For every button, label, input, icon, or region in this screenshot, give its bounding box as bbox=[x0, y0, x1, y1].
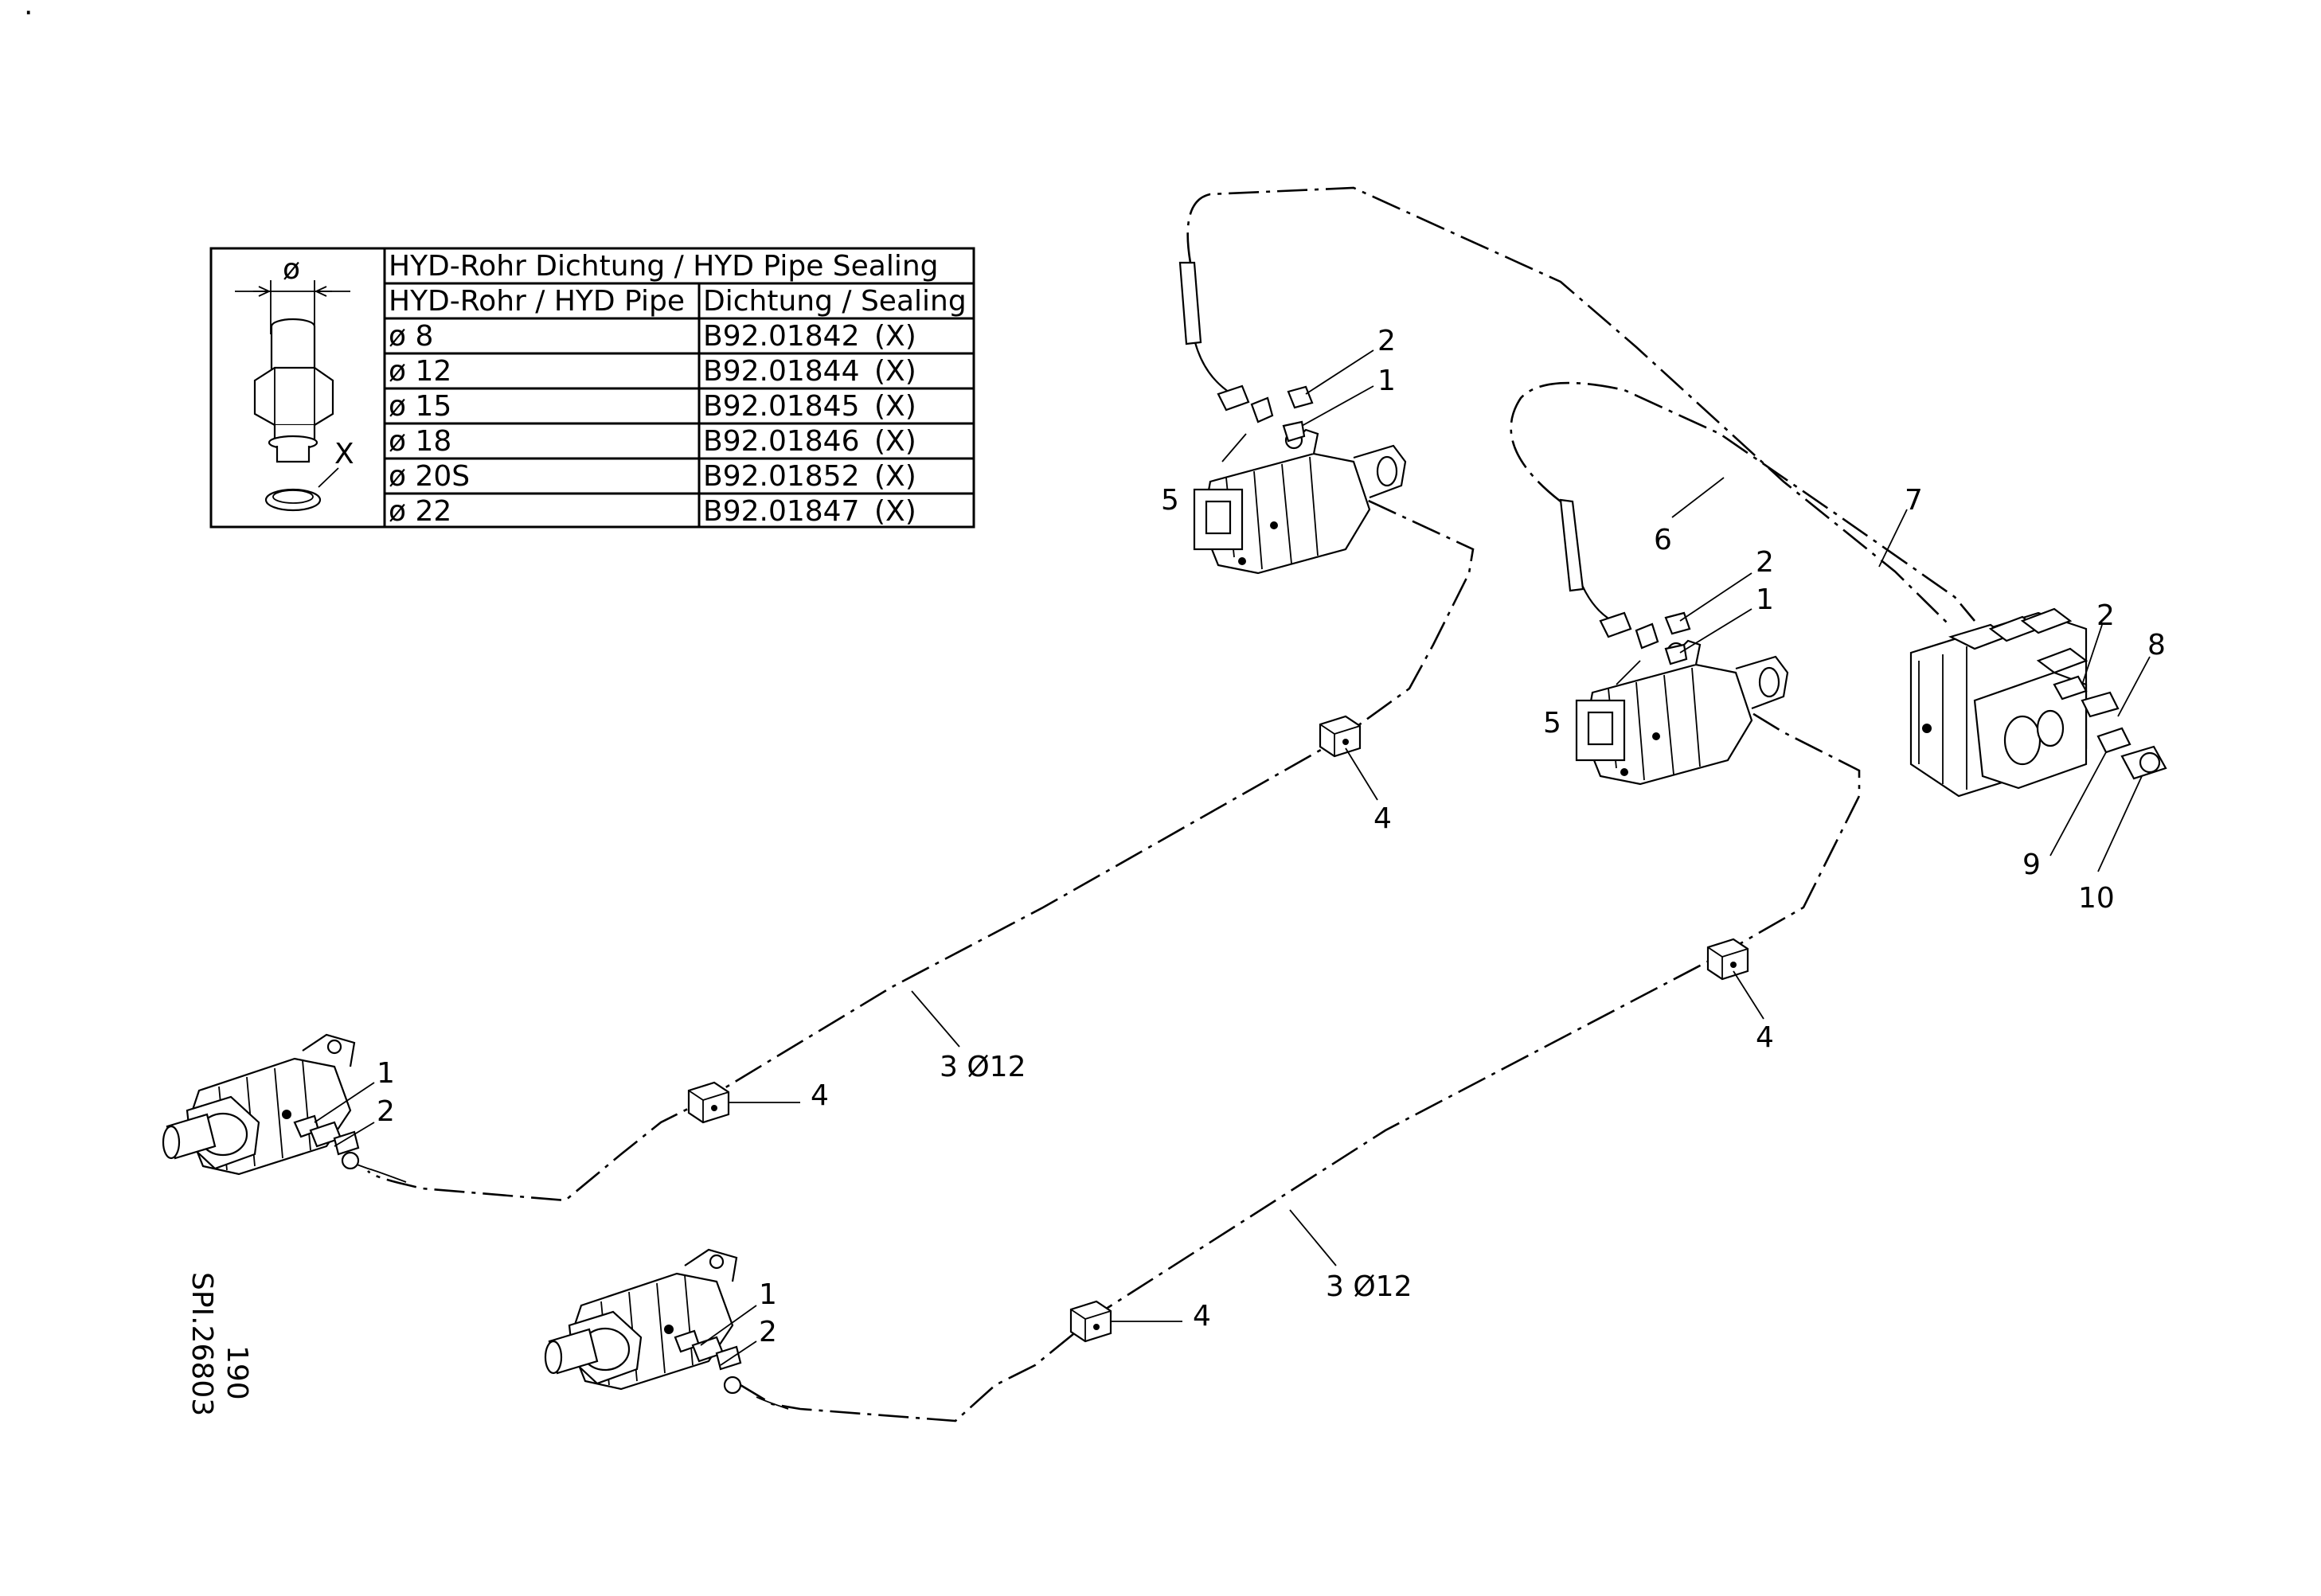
table-cell-note: (X) bbox=[874, 355, 916, 388]
callout-label: 1 bbox=[1377, 365, 1396, 397]
hydraulic-motor-left bbox=[162, 1033, 356, 1176]
callout-label: 2 bbox=[1756, 546, 1774, 579]
table-cell-note: (X) bbox=[874, 425, 916, 458]
callout-label: 5 bbox=[1161, 484, 1179, 517]
callout-numbers: 2 1 5 2 1 5 6 7 2 8 9 10 4 4 4 4 3 Ø12 3… bbox=[377, 325, 2166, 1348]
control-valve-block bbox=[1909, 607, 2089, 798]
table-cell-pipe: ø 12 bbox=[389, 355, 451, 388]
pipe-spec-label: 3 Ø12 bbox=[940, 1051, 1026, 1083]
pipe-6 bbox=[1510, 381, 1975, 622]
corner-mark: . bbox=[24, 0, 33, 21]
pipe-3-lower bbox=[740, 687, 1861, 1422]
table-title: HYD-Rohr Dichtung / HYD Pipe Sealing bbox=[389, 250, 939, 283]
pipe-clamp bbox=[687, 1081, 730, 1124]
table-cell-part: B92.01845 bbox=[703, 390, 859, 423]
page-number: 190 bbox=[221, 1345, 253, 1400]
table-cell-part: B92.01846 bbox=[703, 425, 859, 458]
callout-label: 4 bbox=[1756, 1021, 1774, 1054]
fittings-upper-motor bbox=[1217, 384, 1314, 443]
table-cell-pipe: ø 22 bbox=[389, 495, 451, 528]
diameter-symbol: ø bbox=[283, 253, 300, 286]
callout-label: 1 bbox=[759, 1278, 777, 1311]
callout-label: 6 bbox=[1654, 524, 1672, 556]
callout-label: 8 bbox=[2147, 629, 2166, 661]
table-cell-part: B92.01844 bbox=[703, 355, 859, 388]
callout-label: 4 bbox=[811, 1079, 829, 1112]
hydraulic-motor-middle bbox=[1575, 639, 1789, 786]
pipe-spec-label: 3 Ø12 bbox=[1326, 1270, 1413, 1303]
callout-leaders bbox=[314, 349, 2151, 1366]
pipe-clamp bbox=[1706, 938, 1749, 981]
fittings-lower-motor bbox=[674, 1329, 742, 1395]
table-cell-part: B92.01852 bbox=[703, 460, 859, 493]
sealing-table: ø X HYD-Rohr Dichtung / HYD Pipe Sealing… bbox=[209, 247, 975, 529]
callout-label: 1 bbox=[377, 1057, 395, 1090]
pipe-3-upper bbox=[367, 476, 1475, 1202]
callout-label: 2 bbox=[759, 1316, 777, 1348]
hydraulic-motor-lower bbox=[544, 1248, 738, 1391]
table-cell-part: B92.01847 bbox=[703, 495, 859, 528]
drawing-id: SPI.26803 bbox=[186, 1272, 218, 1416]
hose-sleeve-upper bbox=[1178, 261, 1202, 345]
pipe-7 bbox=[1186, 186, 1948, 623]
fittings-middle-motor bbox=[1599, 611, 1691, 665]
pipe-fitting-illustration: ø X bbox=[235, 253, 354, 512]
hydraulic-lines bbox=[350, 186, 1975, 1422]
table-cell-pipe: ø 15 bbox=[389, 390, 451, 423]
hose-sleeve-middle bbox=[1559, 498, 1584, 592]
pipe-clamps bbox=[687, 715, 1749, 1343]
callout-label: 9 bbox=[2022, 849, 2041, 881]
pipe-clamp bbox=[1069, 1300, 1112, 1343]
callout-label: 7 bbox=[1905, 484, 1923, 517]
callout-label: 10 bbox=[2078, 882, 2115, 915]
pipe-clamp bbox=[1319, 715, 1362, 758]
col-header-sealing: Dichtung / Sealing bbox=[703, 285, 967, 318]
callout-label: 1 bbox=[1756, 583, 1774, 616]
table-cell-pipe: ø 20S bbox=[389, 460, 470, 493]
callout-label: 2 bbox=[2096, 599, 2115, 632]
control-valve-fittings bbox=[2053, 675, 2167, 780]
table-cell-note: (X) bbox=[874, 320, 916, 353]
table-cell-note: (X) bbox=[874, 460, 916, 493]
col-header-pipe: HYD-Rohr / HYD Pipe bbox=[389, 285, 685, 318]
hydraulic-motor-upper bbox=[1193, 428, 1407, 575]
seal-x-label: X bbox=[334, 438, 354, 470]
table-cell-note: (X) bbox=[874, 495, 916, 528]
callout-label: 2 bbox=[1377, 325, 1396, 357]
callout-label: 4 bbox=[1373, 802, 1392, 835]
table-cell-note: (X) bbox=[874, 390, 916, 423]
table-cell-part: B92.01842 bbox=[703, 320, 859, 353]
fittings-left-motor bbox=[293, 1114, 360, 1170]
table-cell-pipe: ø 18 bbox=[389, 425, 451, 458]
callout-label: 2 bbox=[377, 1095, 395, 1128]
table-cell-pipe: ø 8 bbox=[389, 320, 433, 353]
callout-label: 5 bbox=[1543, 707, 1561, 739]
callout-label: 4 bbox=[1193, 1300, 1211, 1333]
